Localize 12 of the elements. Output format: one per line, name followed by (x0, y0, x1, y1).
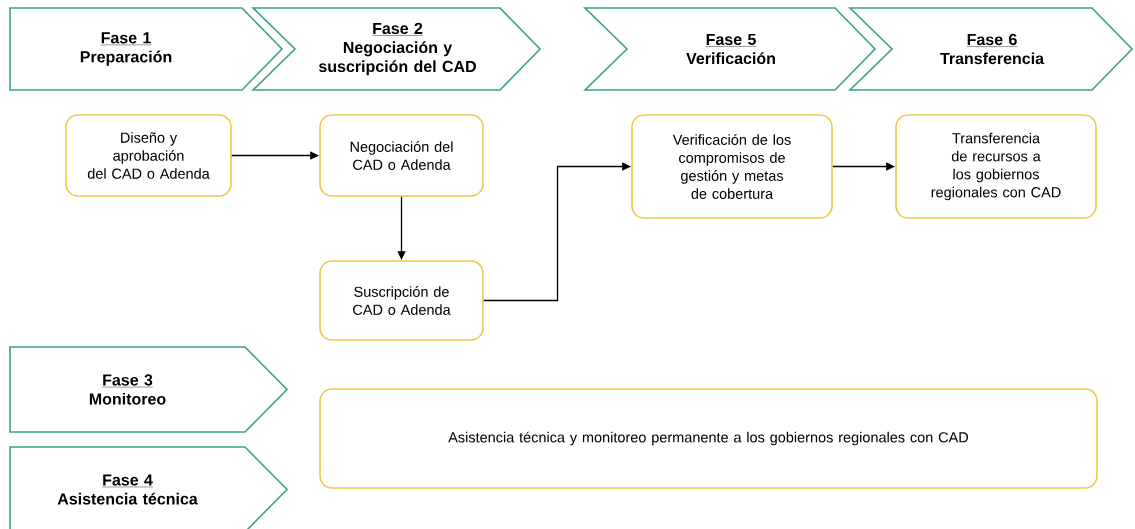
phase-banner: Fase 1 Preparación (9, 7, 284, 91)
phase-banner: Fase 6 Transferencia (848, 7, 1134, 91)
process-box: Asistencia técnica y monitoreo permanente a los gobiernos regionales con CAD (319, 388, 1098, 489)
process-box: Suscripción de CAD o Adenda (319, 260, 484, 341)
process-box: Verificación de los compromisos de gestión y metas de cobertura (631, 114, 833, 219)
phase-banner: Fase 2 Negociación y suscripción del CAD (251, 7, 542, 91)
process-box: Diseño y aprobación del CAD o Adenda (65, 114, 232, 197)
process-box: Negociación del CAD o Adenda (319, 114, 484, 197)
phase-banner: Fase 4 Asistencia técnica (9, 446, 289, 529)
process-box: Transferencia de recursos a los gobiernos regionales con CAD (895, 114, 1097, 219)
phase-banner: Fase 3 Monitoreo (9, 346, 289, 433)
phase-banner: Fase 5 Verificación (583, 7, 877, 91)
